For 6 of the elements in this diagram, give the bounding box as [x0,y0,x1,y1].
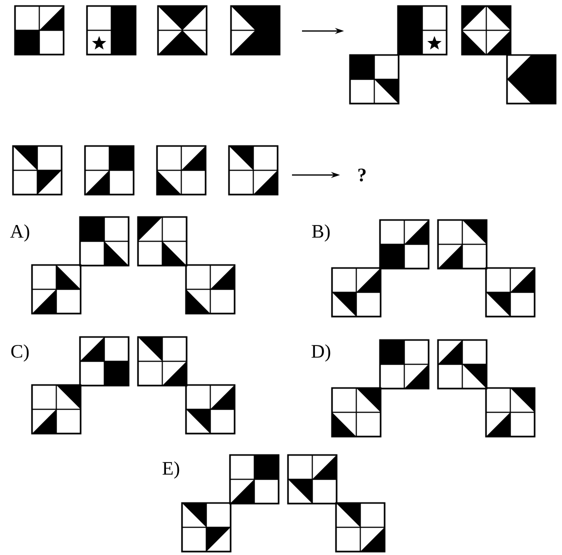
option-label: A) [10,224,30,242]
option-label: B) [312,224,330,242]
option-label: C) [11,344,29,362]
option-label: E) [162,461,180,479]
option-label: D) [312,344,330,362]
question-mark: ? [358,168,366,182]
